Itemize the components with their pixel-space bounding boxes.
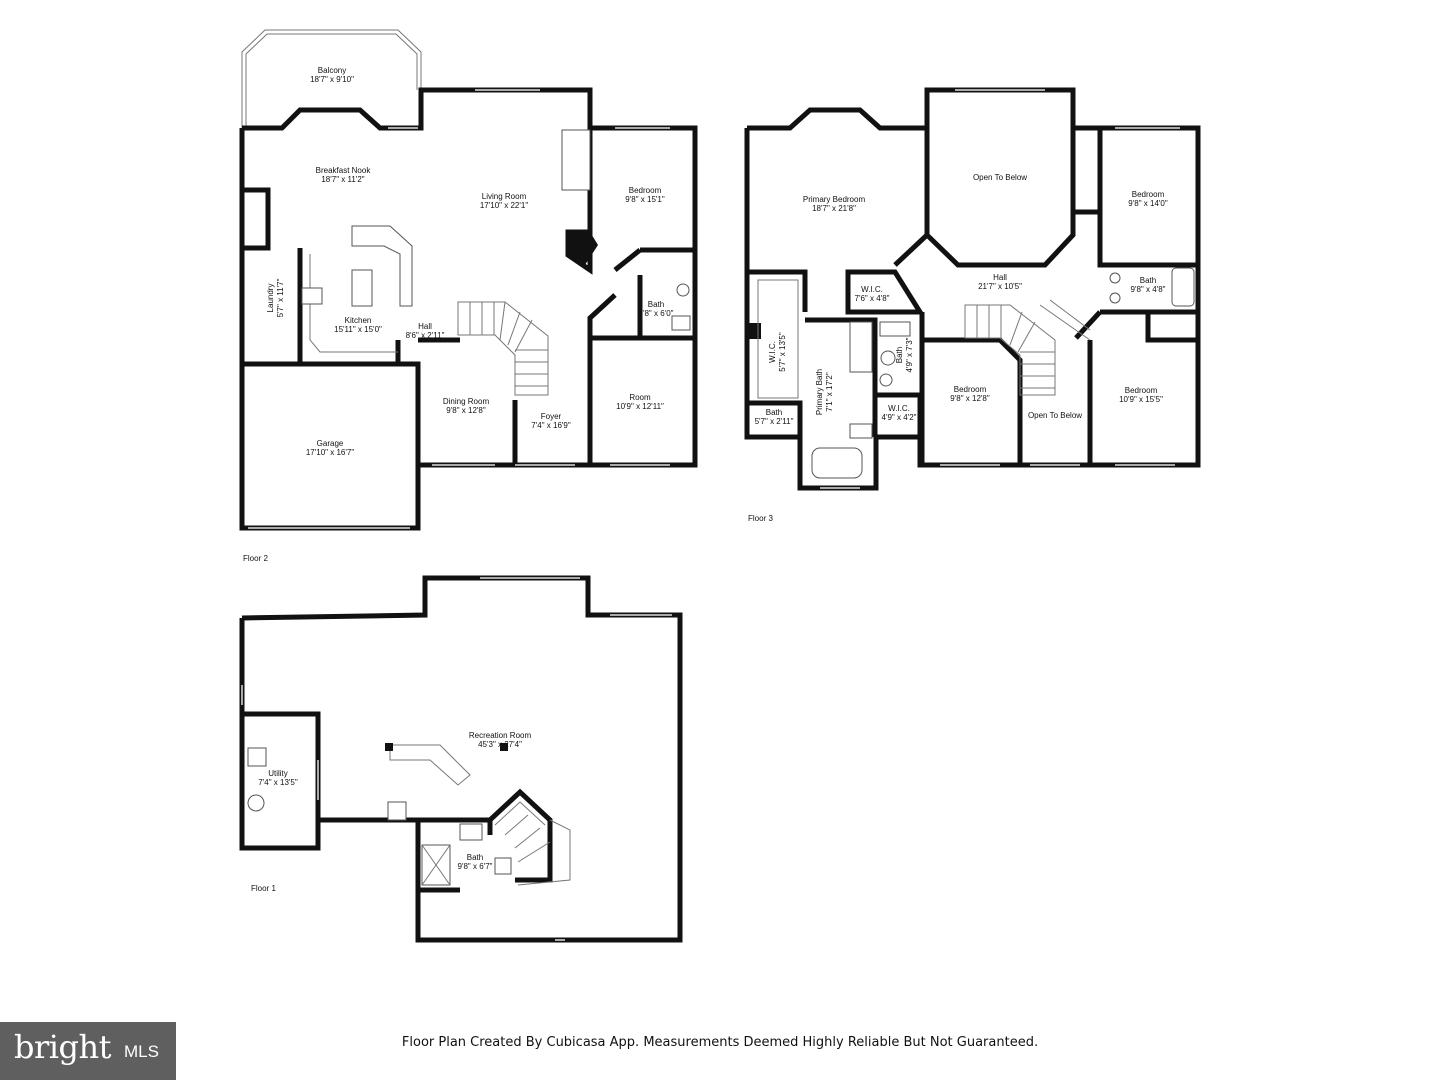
- room-garage-name: Garage: [317, 439, 344, 448]
- floor-3-plan: Floor 3 Primary Bedroom 18'7" x 21'8" Op…: [744, 87, 1201, 523]
- room-bedroom-f2-name: Bedroom: [629, 186, 662, 195]
- room-wic-3-size: 4'9" x 4'2": [882, 413, 917, 422]
- room-bedroom-f3-c-name: Bedroom: [1125, 386, 1158, 395]
- room-bedroom-f3-b-name: Bedroom: [954, 385, 987, 394]
- room-primary-bath-name: Primary Bath: [815, 369, 824, 415]
- room-bath-f2-size: 7'8" x 6'0": [639, 309, 674, 318]
- floor-plan-disclaimer: Floor Plan Created By Cubicasa App. Meas…: [401, 1035, 1039, 1050]
- room-utility-size: 7'4" x 13'5": [258, 778, 298, 787]
- room-living-room-size: 17'10" x 22'1": [480, 201, 528, 210]
- room-bedroom-f3-c-size: 10'9" x 15'5": [1119, 395, 1163, 404]
- floor-2-plan: Floor 2 Balcony 18'7" x 9'10" Breakfast …: [239, 29, 698, 563]
- room-foyer-size: 7'4" x 16'9": [531, 421, 571, 430]
- room-wic-1-name: W.I.C.: [861, 285, 883, 294]
- room-bath-f3-a-name: Bath: [1140, 276, 1156, 285]
- room-dining-room-name: Dining Room: [443, 397, 490, 406]
- room-hall-f2-size: 8'6" x 2'11": [406, 331, 445, 340]
- room-bath-f2-name: Bath: [648, 300, 664, 309]
- room-dining-room-size: 9'8" x 12'8": [446, 406, 486, 415]
- room-primary-bath-size: 7'1" x 17'2": [825, 372, 834, 412]
- room-bedroom-f2-size: 9'8" x 15'1": [625, 195, 665, 204]
- room-bath-f3-a-size: 9'8" x 4'8": [1131, 285, 1166, 294]
- room-breakfast-nook-name: Breakfast Nook: [316, 166, 372, 175]
- room-foyer-name: Foyer: [541, 412, 562, 421]
- room-garage-size: 17'10" x 16'7": [306, 448, 354, 457]
- room-utility-name: Utility: [268, 769, 288, 778]
- room-wic-2-size: 5'7" x 13'5": [778, 332, 787, 372]
- room-recreation-room-size: 45'3" x 27'4": [478, 740, 522, 749]
- floor-3-label: Floor 3: [748, 514, 773, 523]
- room-room-f2-size: 10'9" x 12'11": [616, 402, 664, 411]
- room-open-to-below-1: Open To Below: [973, 173, 1027, 182]
- room-bath-f3-c-name: Bath: [766, 408, 782, 417]
- room-hall-f3-size: 21'7" x 10'5": [978, 282, 1022, 291]
- room-wic-3-name: W.I.C.: [888, 404, 910, 413]
- logo-wordmark: bright: [14, 1028, 111, 1066]
- floor-1-label: Floor 1: [251, 884, 276, 893]
- room-bedroom-f3-a-size: 9'8" x 14'0": [1128, 199, 1168, 208]
- room-bedroom-f3-a-name: Bedroom: [1132, 190, 1165, 199]
- room-bath-f3-c-size: 5'7" x 2'11": [755, 417, 794, 426]
- room-bath-f3-b-size: 4'9" x 7'3": [905, 337, 914, 372]
- room-laundry-name: Laundry: [266, 284, 275, 313]
- room-primary-bedroom-size: 18'7" x 21'8": [812, 204, 856, 213]
- room-wic-1-size: 7'6" x 4'8": [855, 294, 890, 303]
- room-hall-f3-name: Hall: [993, 273, 1007, 282]
- room-bath-f1-size: 9'8" x 6'7": [458, 862, 493, 871]
- room-kitchen-size: 15'11" x 15'0": [334, 325, 382, 334]
- room-living-room-name: Living Room: [482, 192, 527, 201]
- room-kitchen-name: Kitchen: [345, 316, 372, 325]
- room-wic-2-name: W.I.C.: [768, 341, 777, 363]
- room-room-f2-name: Room: [629, 393, 651, 402]
- room-recreation-room-name: Recreation Room: [469, 731, 532, 740]
- room-breakfast-nook-size: 18'7" x 11'2": [321, 175, 364, 184]
- room-bath-f1-name: Bath: [467, 853, 483, 862]
- floor-1-plan: Floor 1 Recreation Room 45'3" x 27'4" Ut…: [239, 575, 683, 943]
- room-primary-bedroom-name: Primary Bedroom: [803, 195, 866, 204]
- room-bedroom-f3-b-size: 9'8" x 12'8": [950, 394, 990, 403]
- room-balcony-name: Balcony: [318, 66, 346, 75]
- room-open-to-below-2: Open To Below: [1028, 411, 1082, 420]
- logo-mls-text: MLS: [124, 1042, 159, 1061]
- room-laundry-size: 5'7" x 11'7": [276, 278, 285, 317]
- bright-mls-logo: bright MLS: [0, 1022, 176, 1080]
- room-bath-f3-b-name: Bath: [895, 347, 904, 363]
- room-balcony-size: 18'7" x 9'10": [310, 75, 354, 84]
- room-hall-f2-name: Hall: [418, 322, 432, 331]
- floor-2-label: Floor 2: [243, 554, 268, 563]
